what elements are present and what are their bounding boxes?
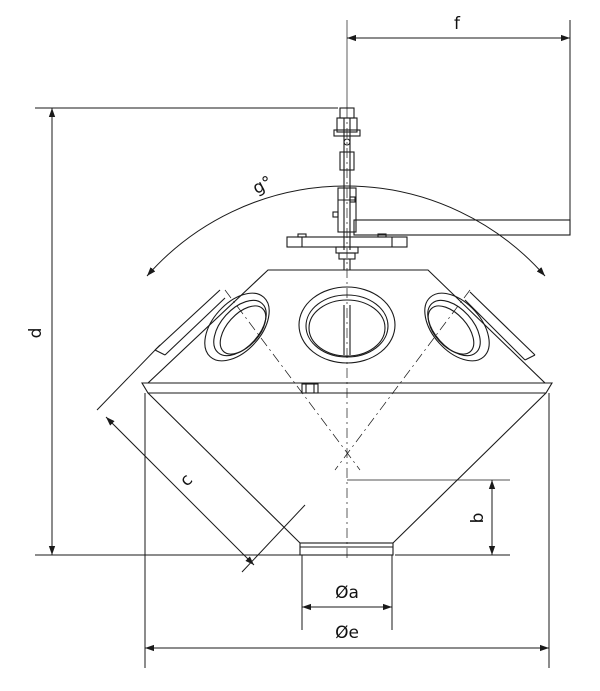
- dim-label-d: d: [26, 328, 46, 339]
- dimension-c: [96, 344, 306, 573]
- dim-label-a: Øa: [335, 583, 359, 603]
- dim-label-b: b: [468, 513, 488, 524]
- vessel-body: [141, 269, 553, 556]
- dimension-g-arc: [146, 185, 546, 277]
- dim-label-e: Øe: [335, 623, 359, 643]
- dimension-b: [395, 480, 510, 556]
- dim-label-f: f: [454, 14, 461, 34]
- port-right: [424, 291, 536, 362]
- dim-label-g: g°: [249, 172, 275, 199]
- dimension-f: [347, 20, 571, 225]
- dim-label-c: c: [176, 470, 197, 491]
- shaft-assembly: [286, 107, 571, 270]
- port-center: [298, 286, 396, 364]
- construction-lines: [224, 20, 510, 560]
- dimension-a: [301, 555, 393, 630]
- port-left: [154, 289, 270, 362]
- dimension-e: [144, 393, 550, 668]
